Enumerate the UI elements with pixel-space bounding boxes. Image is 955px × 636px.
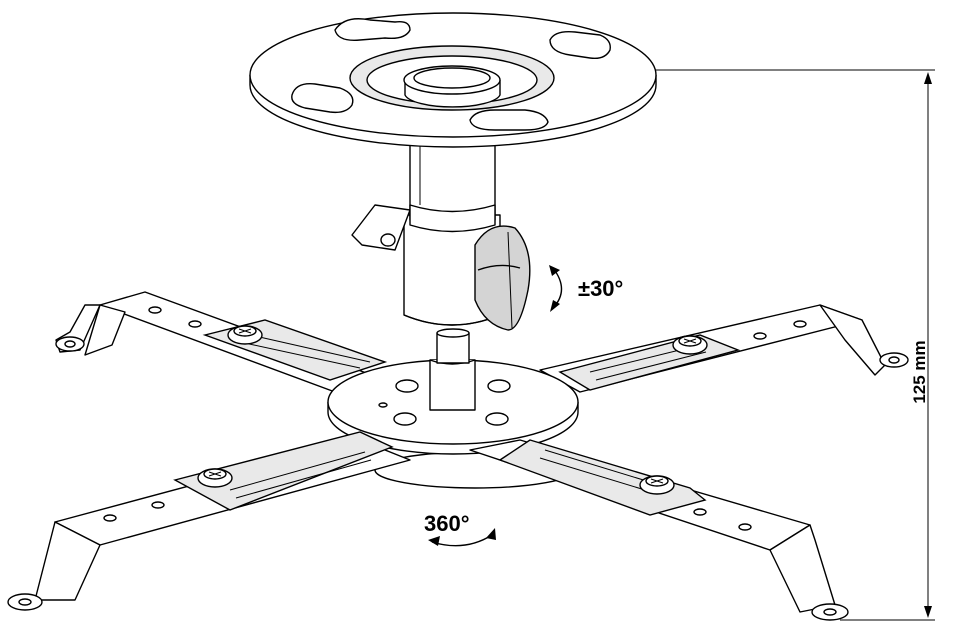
- arm-front-left: [7, 431, 411, 611]
- tilt-arrow: [549, 265, 563, 312]
- height-dimension-label: 125 mm: [910, 340, 929, 404]
- dimension-line: [655, 69, 935, 621]
- arm-front-right: [469, 439, 849, 621]
- rotation-arrow: [428, 528, 496, 547]
- clamp-screw-front-left: [197, 468, 233, 488]
- arm-back-left: [55, 291, 388, 393]
- rotation-angle-label: 360°: [424, 511, 470, 536]
- lower-stem: [429, 328, 476, 411]
- ceiling-slots: [291, 18, 611, 131]
- ceiling-plate: [249, 12, 657, 148]
- tilt-joint: [351, 204, 531, 331]
- upper-tube: [409, 134, 496, 233]
- arm-back-right: [539, 304, 909, 393]
- base-screws: [378, 379, 511, 426]
- tilt-angle-label: ±30°: [578, 276, 624, 301]
- clamp-screw-front-right: [639, 475, 675, 495]
- clamp-screw-back-left: [227, 325, 263, 345]
- clamp-screw-back-right: [672, 335, 708, 355]
